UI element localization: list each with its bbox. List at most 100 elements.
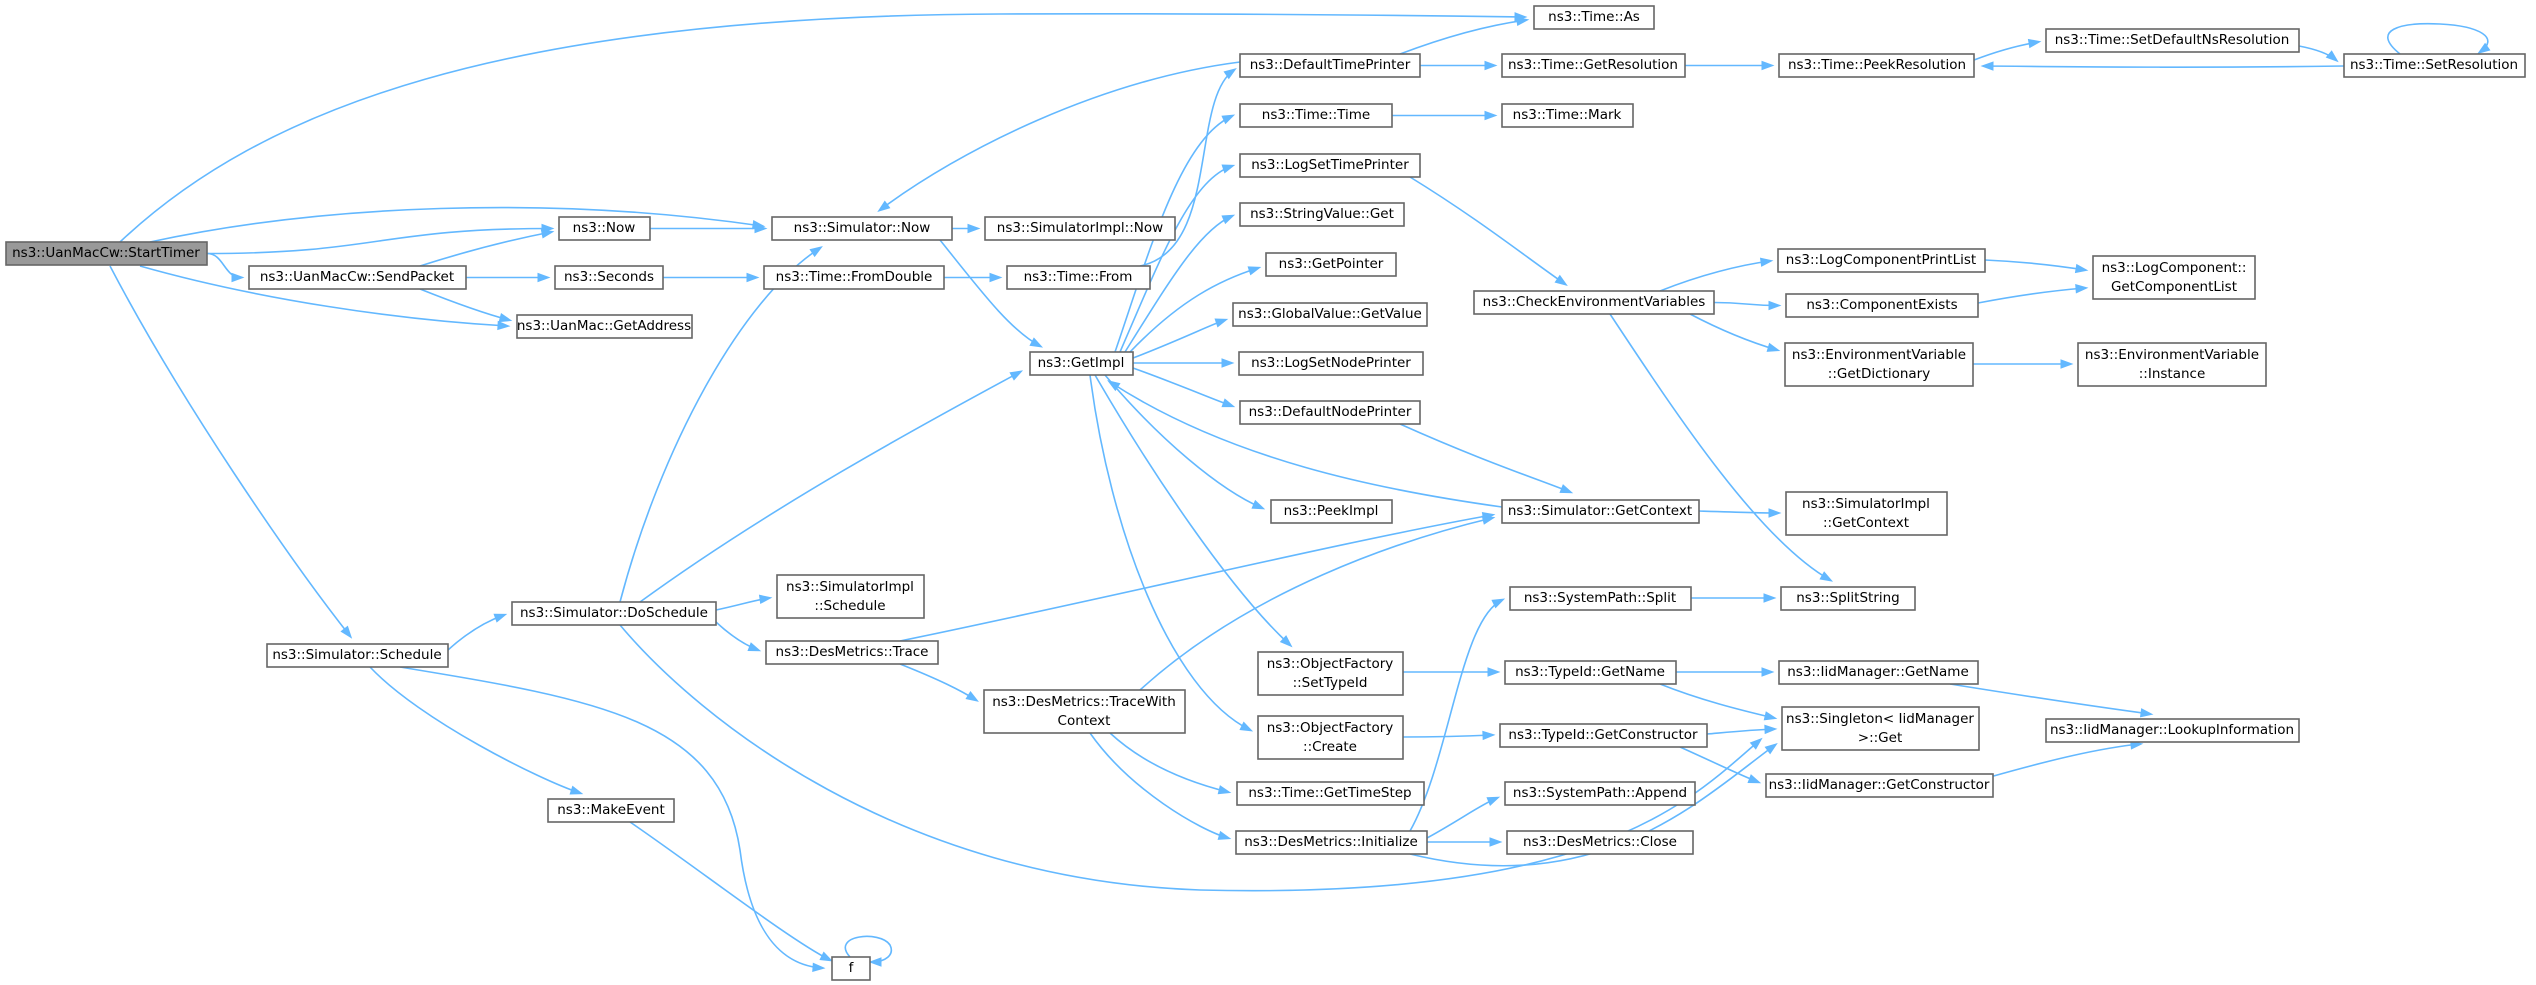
node-iidmanager-getname[interactable]: ns3::IidManager::GetName [1778, 660, 1979, 685]
node-desmetrics-trace[interactable]: ns3::DesMetrics::Trace [765, 640, 939, 665]
arrowhead-singleton [1764, 742, 1778, 755]
svg-text:ns3::DefaultTimePrinter: ns3::DefaultTimePrinter [1250, 57, 1411, 73]
node-typeid-getname[interactable]: ns3::TypeId::GetName [1504, 660, 1677, 685]
node-time-peekresolution[interactable]: ns3::Time::PeekResolution [1778, 53, 1975, 78]
node-typeid-getconstructor[interactable]: ns3::TypeId::GetConstructor [1499, 723, 1708, 748]
arrowhead-now [540, 229, 555, 239]
node-systempath-split[interactable]: ns3::SystemPath::Split [1509, 586, 1692, 611]
arrowhead-fromdouble [746, 272, 760, 283]
edge-dosched-to-simnow [619, 247, 821, 603]
edge-start-to-now [206, 227, 552, 255]
svg-text:ns3::Time::SetDefaultNsResolut: ns3::Time::SetDefaultNsResolution [2055, 32, 2290, 48]
node-objectfactory-settypeid[interactable]: ns3::ObjectFactory::SetTypeId [1257, 651, 1404, 696]
node-time-setdefaultnsresolution[interactable]: ns3::Time::SetDefaultNsResolution [2045, 28, 2300, 53]
node-simulatorimpl-getcontext[interactable]: ns3::SimulatorImpl::GetContext [1785, 491, 1948, 536]
arrowhead-setres [2325, 50, 2339, 63]
edge-start-to-simnow [149, 206, 763, 243]
arrowhead-peekres [1761, 60, 1775, 71]
svg-text:ns3::GlobalValue::GetValue: ns3::GlobalValue::GetValue [1238, 306, 1422, 322]
svg-text:ns3::MakeEvent: ns3::MakeEvent [557, 802, 665, 818]
svg-text:GetComponentList: GetComponentList [2111, 279, 2237, 295]
node-time-setresolution[interactable]: ns3::Time::SetResolution [2343, 53, 2526, 78]
svg-text:ns3::PeekImpl: ns3::PeekImpl [1284, 503, 1379, 519]
node-getpointer[interactable]: ns3::GetPointer [1265, 252, 1397, 277]
node-logcomponent-getcomponentlist[interactable]: ns3::LogComponent::GetComponentList [2092, 255, 2256, 300]
arrowhead-getaddr [497, 320, 511, 331]
arrowhead-iidgetctor [1747, 774, 1762, 784]
node-desmetrics-close[interactable]: ns3::DesMetrics::Close [1506, 830, 1694, 855]
node-uanmaccw-starttimer[interactable]: ns3::UanMacCw::StartTimer [5, 241, 208, 266]
node-defaulttimeprinter[interactable]: ns3::DefaultTimePrinter [1239, 53, 1421, 78]
node-objectfactory-create[interactable]: ns3::ObjectFactory::Create [1257, 715, 1404, 760]
edge-start-to-getaddr [139, 265, 508, 327]
node-logsettimeprinter[interactable]: ns3::LogSetTimePrinter [1239, 153, 1421, 178]
node-checkenvironmentvariables[interactable]: ns3::CheckEnvironmentVariables [1473, 290, 1715, 315]
node-simulator-getcontext[interactable]: ns3::Simulator::GetContext [1501, 499, 1700, 524]
node-logsetnodeprinter[interactable]: ns3::LogSetNodePrinter [1238, 351, 1424, 376]
node-time-fromdouble[interactable]: ns3::Time::FromDouble [763, 265, 945, 290]
node-now[interactable]: ns3::Now [558, 216, 651, 241]
edge-logcomplist-to-getcomplist [1984, 259, 2086, 271]
node-time-as[interactable]: ns3::Time::As [1533, 5, 1655, 30]
arrowhead-seconds [537, 272, 551, 283]
node-seconds[interactable]: ns3::Seconds [554, 265, 664, 290]
node-simulatorimpl-now[interactable]: ns3::SimulatorImpl::Now [984, 216, 1176, 241]
edge-from-to-defprint [1139, 69, 1235, 267]
node-simulator-schedule[interactable]: ns3::Simulator::Schedule [266, 643, 449, 668]
arrowhead-getcomplist [2074, 263, 2089, 274]
edge-iidgetname-to-lookupinfo [1949, 683, 2151, 715]
arrowhead-sysappend [1486, 796, 1501, 806]
edge-peekres-to-setdefns [1973, 41, 2039, 61]
svg-text:ns3::Time::From: ns3::Time::From [1024, 269, 1133, 285]
node-defaultnodeprinter[interactable]: ns3::DefaultNodePrinter [1239, 400, 1421, 425]
node-time-gettimestep[interactable]: ns3::Time::GetTimeStep [1236, 781, 1425, 806]
node-uanmaccw-sendpacket[interactable]: ns3::UanMacCw::SendPacket [248, 265, 467, 290]
arrowhead-lookupinfo [2139, 708, 2154, 718]
arrowhead-simnow [809, 246, 823, 258]
node-logcomponentprintlist[interactable]: ns3::LogComponentPrintList [1777, 248, 1986, 273]
svg-text:ns3::DesMetrics::Trace: ns3::DesMetrics::Trace [776, 644, 929, 660]
node-componentexists[interactable]: ns3::ComponentExists [1785, 293, 1979, 318]
node-environmentvariable-getdictionary[interactable]: ns3::EnvironmentVariable::GetDictionary [1784, 342, 1974, 387]
node-desmetrics-initialize[interactable]: ns3::DesMetrics::Initialize [1235, 830, 1428, 855]
node-stringvalue-get[interactable]: ns3::StringValue::Get [1239, 202, 1405, 227]
node-f[interactable]: f [831, 956, 871, 981]
arrowhead-splitstr [1763, 593, 1777, 603]
node-time-time[interactable]: ns3::Time::Time [1239, 103, 1393, 128]
node-makeevent[interactable]: ns3::MakeEvent [547, 798, 675, 823]
svg-text:ns3::Simulator::Now: ns3::Simulator::Now [794, 220, 931, 236]
edge-logsettp-to-checkenv [1409, 176, 1566, 285]
node-uanmac-getaddress[interactable]: ns3::UanMac::GetAddress [516, 314, 693, 339]
node-time-getresolution[interactable]: ns3::Time::GetResolution [1501, 53, 1686, 78]
node-iidmanager-lookupinformation[interactable]: ns3::IidManager::LookupInformation [2045, 718, 2300, 743]
arrowhead-init [1217, 830, 1232, 840]
svg-text:ns3::Seconds: ns3::Seconds [564, 269, 654, 285]
arrowhead-makeevent [569, 785, 584, 795]
svg-text:ns3::Time::As: ns3::Time::As [1548, 9, 1640, 25]
node-environmentvariable-instance[interactable]: ns3::EnvironmentVariable::Instance [2077, 342, 2267, 387]
node-peekimpl[interactable]: ns3::PeekImpl [1270, 499, 1393, 524]
node-globalvalue-getvalue[interactable]: ns3::GlobalValue::GetValue [1232, 302, 1428, 327]
svg-text:ns3::IidManager::GetConstructo: ns3::IidManager::GetConstructor [1769, 777, 1990, 793]
arrowhead-simnow [877, 200, 891, 213]
arrowhead-getname [1487, 667, 1501, 677]
edge-iidgetctor-to-lookupinfo [1989, 743, 2141, 778]
node-simulator-doschedule[interactable]: ns3::Simulator::DoSchedule [511, 601, 717, 626]
node-systempath-append[interactable]: ns3::SystemPath::Append [1504, 781, 1696, 806]
node-time-from[interactable]: ns3::Time::From [1006, 265, 1151, 290]
node-singleton-iidmanager-get[interactable]: ns3::Singleton< IidManager >::Get [1781, 706, 1980, 751]
node-time-mark[interactable]: ns3::Time::Mark [1501, 103, 1634, 128]
edge-simsched-to-f [399, 666, 823, 969]
node-splitstring[interactable]: ns3::SplitString [1780, 586, 1916, 611]
node-simulator-now[interactable]: ns3::Simulator::Now [771, 216, 953, 241]
arrowhead-f [819, 951, 834, 962]
node-getimpl[interactable]: ns3::GetImpl [1029, 351, 1134, 376]
arrowhead-close [1489, 837, 1503, 847]
arrowhead-from [989, 272, 1003, 283]
node-iidmanager-getconstructor[interactable]: ns3::IidManager::GetConstructor [1765, 773, 1994, 798]
arrowhead-peekres [1980, 61, 1994, 71]
svg-text:ns3::TypeId::GetName: ns3::TypeId::GetName [1515, 664, 1665, 680]
node-simulatorimpl-schedule[interactable]: ns3::SimulatorImpl::Schedule [776, 574, 925, 619]
